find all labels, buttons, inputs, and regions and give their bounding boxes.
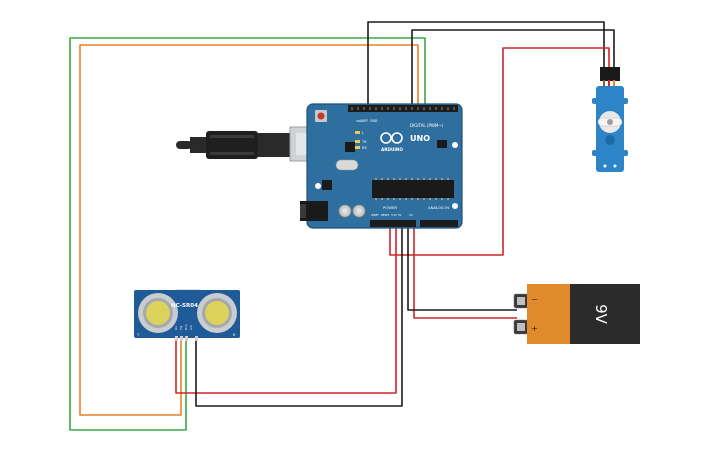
capacitor-top [342,208,348,214]
sensor-pin-vcc: Vcc [175,325,178,330]
battery-minus-label: − [531,295,538,304]
power-header[interactable] [370,220,416,227]
led-rx-icon [355,146,360,149]
led-tx-icon [355,140,360,143]
small-chip [437,140,447,148]
sensor-receiver-mesh [205,301,229,325]
servo-lead [603,80,605,87]
reset-label: RESET [381,213,390,217]
ioref-label: IOREF [371,213,379,217]
battery-black-section [570,284,640,344]
on-label: ON [356,119,360,123]
battery-9v[interactable]: − + 9V [513,284,640,344]
digital-label: DIGITAL (PWM~) [410,123,444,128]
led-l-label: L [362,131,364,135]
ultrasonic-sensor[interactable]: HC-SR04 Vcc Trig Echo Gnd T R [134,289,240,341]
mount-hole [452,203,458,209]
led-tx-label: TX [361,140,367,144]
sensor-pins[interactable] [175,336,198,341]
servo-gear-bump [605,135,615,145]
servo-connector[interactable] [600,67,620,81]
servo-hole [613,164,617,168]
arduino-logo-text: ARDUINO [381,147,403,152]
dc-power-jack[interactable] [300,201,328,221]
analog-label: ANALOG IN [428,205,449,210]
servo-lead [608,80,610,87]
wire-red-servo-power[interactable] [389,47,610,256]
servo-hole [603,164,607,168]
wire-black-sensor-gnd[interactable] [195,225,403,407]
mount-hole [452,142,458,148]
voltage-regulator [322,180,332,190]
sensor-pin-gnd: Gnd [190,325,193,330]
power-label: POWER [383,205,397,210]
terminal-cap [517,323,525,331]
aref-label: AREF [360,119,368,123]
arduino-uno-board[interactable]: AREF GND DIGITAL (PWM~) L TX RX ARDUINO … [300,103,463,229]
servo-mount-tab [592,150,628,156]
wire-red-battery-plus[interactable] [413,225,517,319]
mount-hole [315,183,321,189]
servo-lead [613,80,615,87]
digital-header-pins [351,107,455,110]
analog-header[interactable] [420,220,458,227]
battery-plus-label: + [531,324,538,333]
sensor-corner-t: T [136,333,140,337]
led-l-icon [355,131,360,134]
sensor-pin-trig: Trig [180,325,183,330]
wires [69,21,615,431]
wire-black-servo-gnd[interactable] [367,21,605,108]
servo-mount-tab [592,98,628,104]
wire-red-sensor-vcc[interactable] [175,225,397,394]
sensor-pin-echo: Echo [185,324,188,330]
sensor-corner-r: R [233,333,236,337]
usb-chip [345,142,355,152]
capacitor-top [356,208,362,214]
sensor-transmitter-mesh [146,301,170,325]
vin-label: Vin [409,213,413,217]
digital-header[interactable] [348,105,458,112]
led-rx-label: RX [362,146,367,150]
atmega-chip [372,180,454,198]
reset-button-cap [317,112,325,120]
arduino-logo-icon [380,132,403,144]
wire-green-trig[interactable] [69,37,426,431]
servo-horn-screw [607,119,613,125]
terminal-cap [517,297,525,305]
dc-jack-edge [300,204,306,218]
wire-black-battery-minus[interactable] [407,225,517,311]
crystal-oscillator [335,159,359,171]
battery-voltage-label: 9V [592,304,610,325]
atmega-chip-pins [375,178,449,200]
servo-motor-icon[interactable] [592,67,628,172]
arduino-model: UNO [410,134,430,143]
battery-orange-section [527,284,572,344]
v5-label: 5V [398,213,402,217]
wire-orange-echo[interactable] [79,44,419,416]
gnd-top-label: GND [370,119,378,123]
wire-black-servo-signal[interactable] [411,29,615,108]
v33-label: 3.3V [391,213,397,217]
sensor-model: HC-SR04 [171,303,198,309]
